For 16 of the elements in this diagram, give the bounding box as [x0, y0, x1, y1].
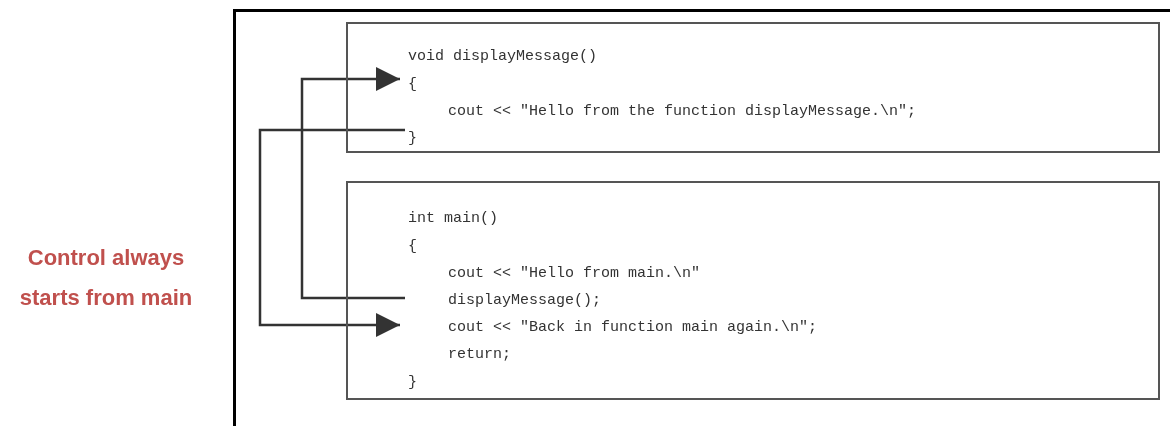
- code-block-box: [346, 22, 1160, 153]
- side-note: Control always starts from main: [18, 244, 194, 312]
- code-line: cout << "Back in function main again.\n";: [408, 317, 818, 339]
- code-line: {: [408, 74, 417, 96]
- code-line: return;: [408, 344, 511, 366]
- code-line: {: [408, 236, 417, 258]
- code-line: }: [408, 128, 417, 150]
- code-line: void displayMessage(): [408, 46, 598, 68]
- flow-arrow: [258, 128, 405, 337]
- code-line: }: [408, 372, 417, 394]
- code-block-box: [346, 181, 1160, 400]
- code-line: cout << "Hello from the function displayMessage.\n";: [408, 101, 917, 123]
- code-line: cout << "Hello from main.\n": [408, 263, 701, 285]
- flow-arrow: [300, 67, 405, 300]
- code-line: int main(): [408, 208, 498, 230]
- code-line: displayMessage();: [408, 290, 602, 312]
